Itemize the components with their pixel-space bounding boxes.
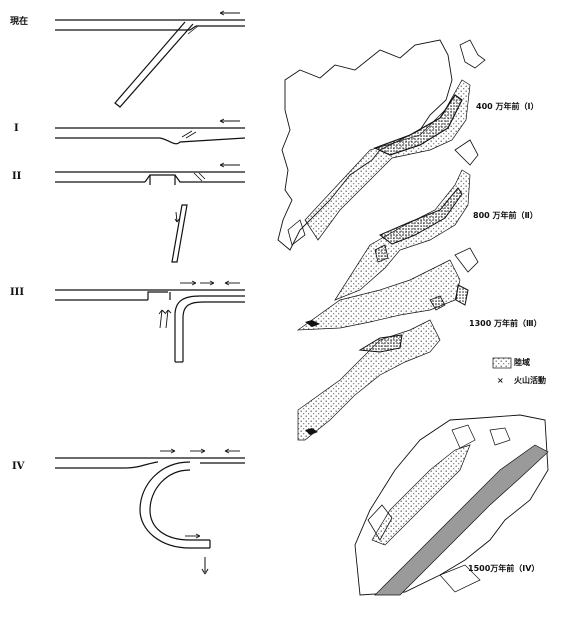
label-map-1300: 1300 万年前（Ⅲ） — [469, 319, 542, 328]
map-1500ma — [354, 414, 549, 596]
section-I — [55, 118, 246, 145]
land-area — [297, 319, 441, 441]
legend-land-swatch — [492, 357, 512, 369]
legend-land-label: 陸域 — [514, 358, 530, 367]
legend-volcano-mark: × — [497, 376, 504, 385]
label-stage-II: II — [12, 171, 22, 182]
label-stage-I: I — [14, 123, 19, 134]
label-stage-IV: IV — [12, 461, 25, 472]
map-400ma — [277, 39, 486, 251]
label-map-800: 800 万年前（Ⅱ） — [473, 211, 538, 220]
land-area — [296, 259, 461, 331]
shaded-belt — [374, 444, 549, 596]
section-IV — [55, 448, 245, 575]
section-II — [55, 162, 245, 263]
label-stage-III: III — [10, 287, 25, 298]
section-III — [55, 280, 245, 363]
map-1300ma — [296, 247, 479, 331]
section-present — [55, 10, 245, 108]
map-800ma — [334, 139, 479, 301]
label-map-1500: 1500万年前（IV） — [468, 564, 540, 573]
map-1500ma-stipple — [297, 319, 441, 441]
label-present: 現在 — [10, 17, 29, 27]
label-map-400: 400 万年前（Ⅰ） — [476, 102, 539, 111]
legend-volcano-label: 火山活動 — [514, 376, 546, 385]
